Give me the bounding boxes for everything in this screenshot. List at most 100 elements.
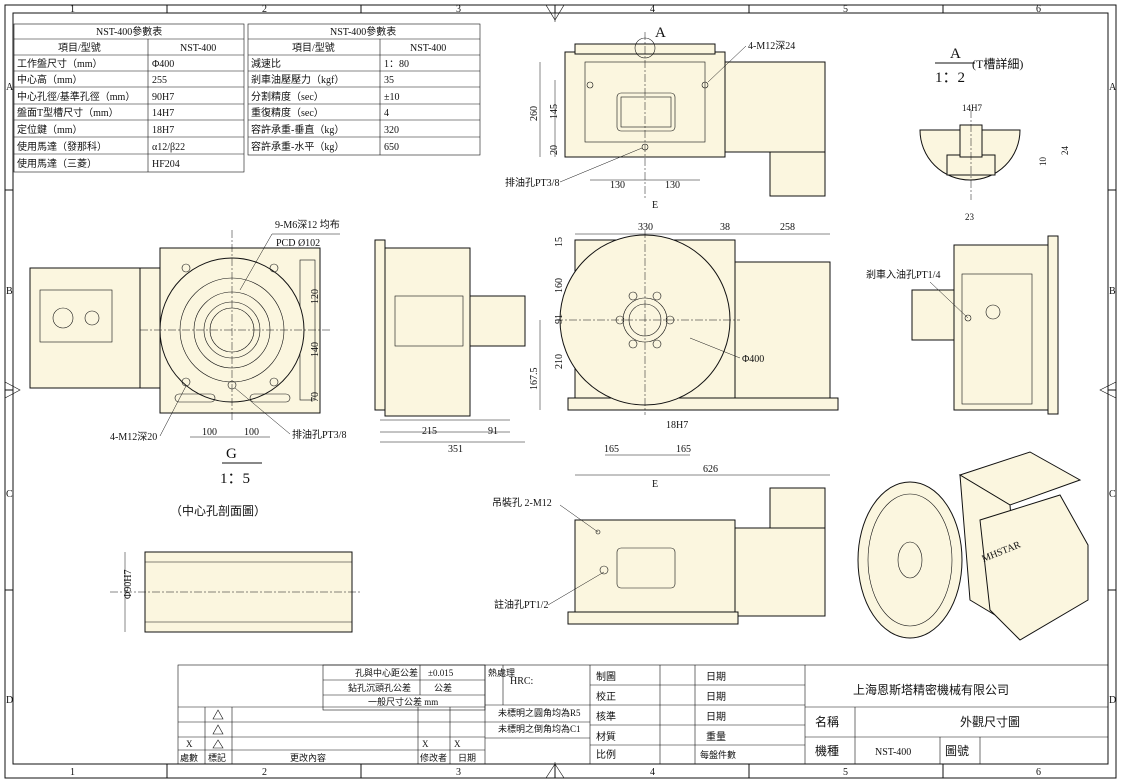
section-mark-a: A <box>655 25 666 41</box>
rev-x: X <box>186 739 193 749</box>
row-label-right: D <box>1109 695 1116 706</box>
row-label-left: A <box>6 82 14 93</box>
dim-130: 130 <box>665 180 680 191</box>
param-label: 定位鍵（mm） <box>17 123 83 136</box>
view-g-scale: 1：5 <box>220 471 250 487</box>
param-value: HF204 <box>152 159 180 170</box>
dim-626: 626 <box>703 464 718 475</box>
callout-oil-filler: 註油孔PT1/2 <box>494 598 548 611</box>
rev-author-label: 修改者 <box>420 752 447 763</box>
col-label-bottom: 4 <box>650 767 655 778</box>
param-table-title: NST-400參數表 <box>330 25 396 38</box>
param-table-left: NST-400參數表 項目/型號 NST-400 工作盤尺寸（mm） Φ400 … <box>13 23 245 173</box>
dim-15: 15 <box>554 237 565 247</box>
param-value: 4 <box>384 108 389 119</box>
col-label-bottom: 2 <box>262 767 267 778</box>
param-label: 重復精度（sec） <box>251 106 324 119</box>
hrc-label: HRC: <box>510 676 533 687</box>
param-label: 減速比 <box>251 57 281 70</box>
dim-215: 215 <box>422 426 437 437</box>
callout-lifting-holes: 吊裝孔 2-M12 <box>492 496 552 509</box>
param-label: 容許承重-垂直（kg） <box>251 123 344 136</box>
role-right-label: 日期 <box>706 691 726 703</box>
param-value: 18H7 <box>152 125 174 136</box>
dim-260: 260 <box>529 106 540 121</box>
param-label: 中心高（mm） <box>17 73 83 86</box>
param-label: 容許承重-水平（kg） <box>251 140 344 153</box>
param-value: ±10 <box>384 92 400 103</box>
col-label-top: 1 <box>70 4 75 15</box>
role-right-label: 每盤件數 <box>700 749 736 760</box>
col-label-bottom: 3 <box>456 767 461 778</box>
role-right-label: 日期 <box>706 671 726 683</box>
param-label: 剎車油壓壓力（kgf） <box>251 73 344 86</box>
dim-140: 140 <box>310 342 321 357</box>
top-view: A 4-M12深24 排油孔PT3/8 260 145 20 130 130 E <box>505 25 826 211</box>
col-label-top: 6 <box>1036 4 1041 15</box>
role-label: 核準 <box>596 710 616 723</box>
rev-mark-label: 標記 <box>208 752 226 763</box>
col-label-top: 2 <box>262 4 267 15</box>
model-value: NST-400 <box>875 747 911 758</box>
tol-value-2: 公差 <box>434 682 452 693</box>
isometric-view: MHSTAR <box>857 451 1089 641</box>
rev-count-label: 處數 <box>180 752 198 763</box>
rev-x: X <box>454 739 461 749</box>
dim-210: 210 <box>554 354 565 369</box>
param-label: 工作盤尺寸（mm） <box>17 57 103 70</box>
model-label: 機種 <box>815 743 839 758</box>
callout-pcd: PCD Ø102 <box>276 238 320 249</box>
dim-130: 130 <box>610 180 625 191</box>
param-header: 項目/型號 <box>58 41 101 54</box>
param-value: 255 <box>152 75 167 86</box>
dim-330: 330 <box>638 222 653 233</box>
dim-351: 351 <box>448 444 463 455</box>
tol-label-2: 鉆孔沉頭孔公差 <box>348 682 411 693</box>
dim-10: 10 <box>1038 157 1048 167</box>
dim-160: 160 <box>554 278 565 293</box>
row-label-right: B <box>1109 286 1116 297</box>
section-mark-e: E <box>652 200 658 211</box>
param-value: 90H7 <box>152 92 174 103</box>
view-g-letter: G <box>226 446 237 462</box>
dim-14h7: 14H7 <box>962 103 982 113</box>
role-label: 材質 <box>596 730 616 743</box>
detail-a-scale: 1：2 <box>935 70 965 86</box>
side-view-g: 9-M6深12 均布 PCD Ø102 120 140 70 100 100 4… <box>29 219 346 487</box>
row-label-left: C <box>6 489 13 500</box>
param-value: 14H7 <box>152 108 174 119</box>
dim-23: 23 <box>965 212 975 222</box>
param-value: 320 <box>384 125 399 136</box>
column-labels: 1 2 3 4 5 6 1 2 3 4 5 6 <box>70 4 1041 778</box>
detail-a-letter: A <box>950 46 961 62</box>
dim-165: 165 <box>604 444 619 455</box>
param-label: 使用馬達（發那科） <box>17 140 107 153</box>
dim-100: 100 <box>244 427 259 438</box>
center-hole-section: Φ90H7 <box>110 551 360 633</box>
name-value: 外觀尺寸圖 <box>960 715 1020 729</box>
row-labels: A B C D A B C D <box>6 82 1117 706</box>
param-label: 中心孔徑/基準孔徑（mm） <box>17 90 135 103</box>
dia-90h7: Φ90H7 <box>123 569 134 599</box>
param-label: 分割精度（sec） <box>251 90 324 103</box>
company-name: 上海恩斯塔精密機械有限公司 <box>853 682 1009 697</box>
heat-treatment-label: 熱處理 <box>488 667 515 678</box>
role-label: 制圖 <box>596 670 616 683</box>
param-value: Φ400 <box>152 59 174 70</box>
role-right-label: 重量 <box>706 730 726 743</box>
dim-91: 91 <box>554 314 565 324</box>
note-chamfer: 未標明之倒角均為C1 <box>498 723 581 734</box>
dim-100: 100 <box>202 427 217 438</box>
param-header: NST-400 <box>180 43 216 54</box>
tol-label-3: 一般尺寸公差 mm <box>368 696 438 707</box>
bottom-view: 吊裝孔 2-M12 註油孔PT1/2 <box>492 487 826 625</box>
param-header: 項目/型號 <box>292 41 335 54</box>
detail-a-note: (T槽詳細) <box>972 56 1023 71</box>
dim-258: 258 <box>780 222 795 233</box>
role-right-label: 日期 <box>706 711 726 723</box>
param-value: 35 <box>384 75 394 86</box>
col-label-top: 4 <box>650 4 655 15</box>
dim-145: 145 <box>549 104 560 119</box>
dim-18h7: 18H7 <box>666 420 688 431</box>
